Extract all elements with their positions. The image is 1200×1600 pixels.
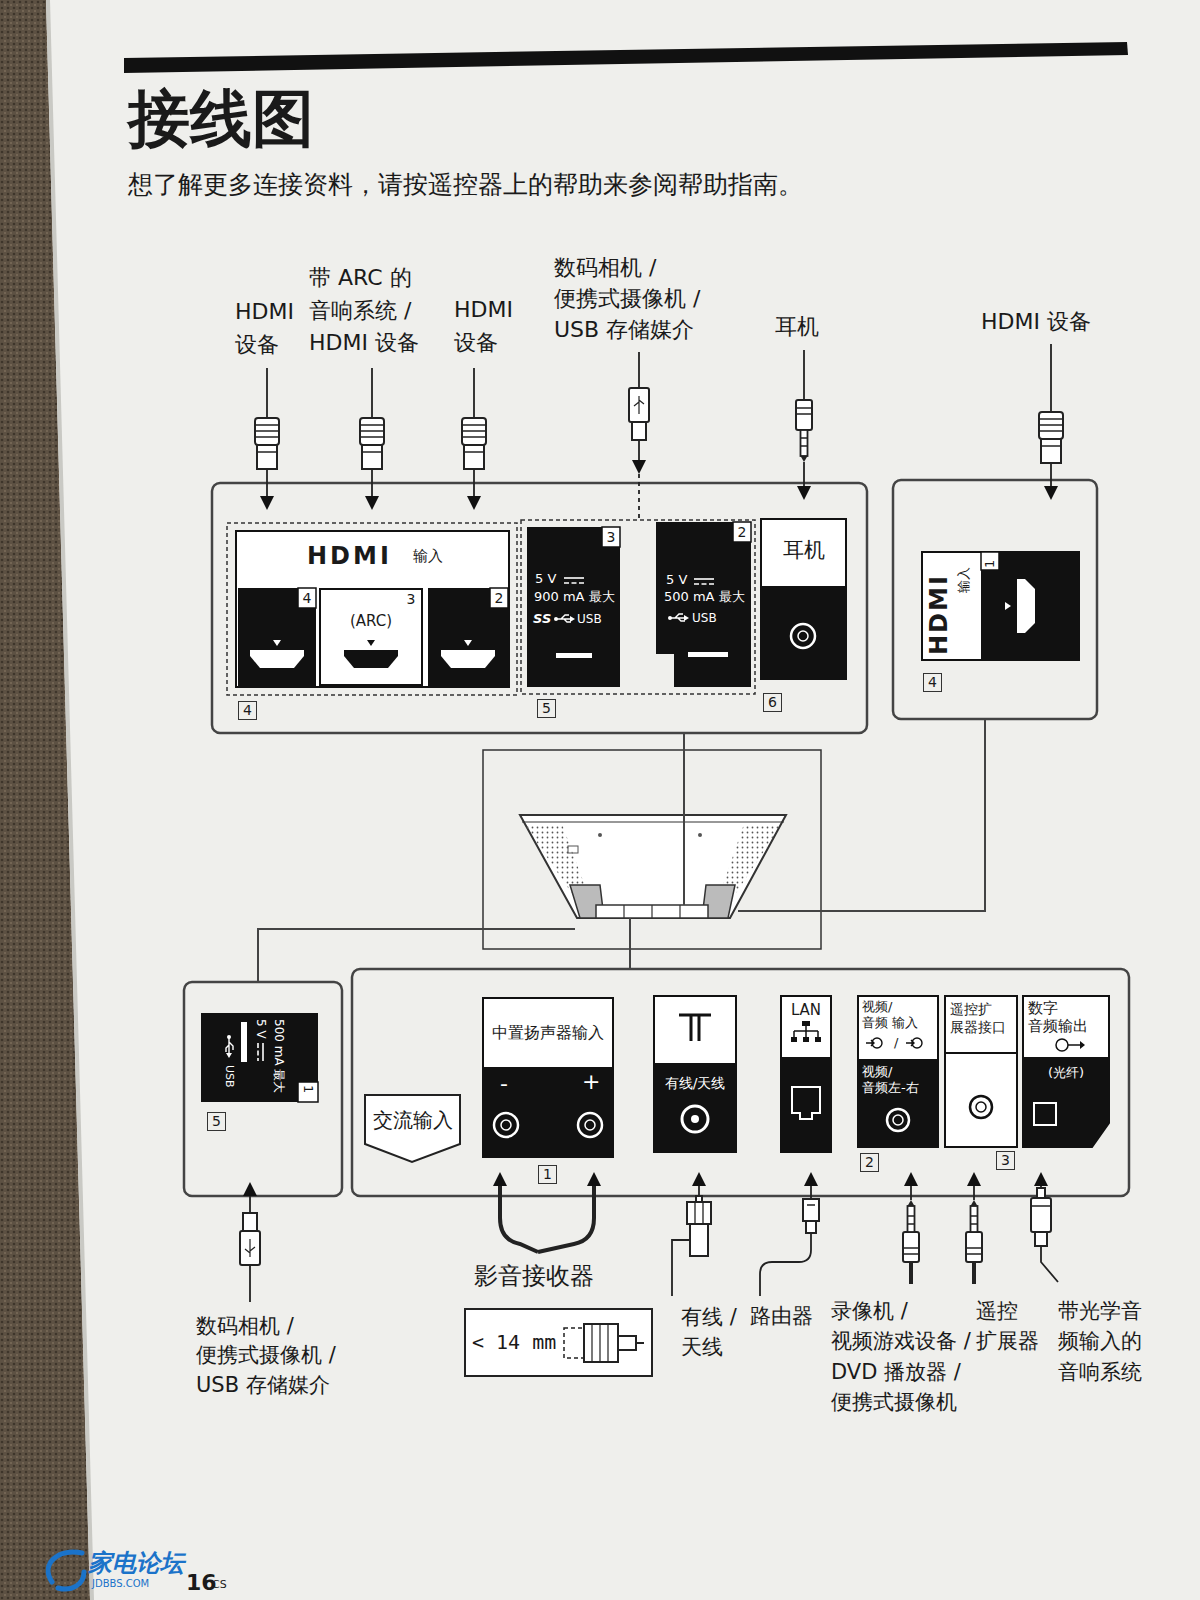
port-text: 遥控扩 展器接口	[950, 1001, 1008, 1036]
watermark: JDBBS.COM	[92, 1578, 149, 1590]
port-text: 交流输入	[364, 1108, 461, 1132]
port-text: 1	[302, 1085, 315, 1093]
center-speaker-port: 中置扬声器输入 - +	[482, 997, 614, 1158]
port-text: 500 mA 最大	[273, 1019, 285, 1093]
ir-blaster-port: 遥控扩 展器接口	[944, 995, 1018, 1148]
callout-number: 1	[538, 1165, 557, 1184]
callout-number: 4	[238, 701, 257, 720]
device-label: 带光学音 频输入的 音响系统	[1058, 1296, 1146, 1387]
port-text: +	[582, 1069, 600, 1095]
port-text: 1	[983, 560, 996, 568]
device-label: 路由器	[750, 1304, 813, 1329]
port-text: < 14 mm	[472, 1330, 556, 1354]
port-text: -	[500, 1071, 508, 1097]
callout-number: 5	[207, 1112, 226, 1131]
hdmi-input-group: HDMI 输入 4 3 (ARC) 2	[235, 530, 510, 688]
port-text: 耳机	[760, 538, 847, 563]
port-text: 5 V	[666, 572, 687, 588]
callout-number: 6	[763, 693, 782, 712]
device-label: 数码相机 / 便携式摄像机 / USB 存储媒介	[196, 1312, 348, 1400]
page-title: 接线图	[128, 82, 314, 156]
watermark: 家电论坛	[88, 1549, 184, 1578]
port-text: 输入	[957, 567, 970, 593]
port-text: (光纤)	[1022, 1065, 1110, 1081]
port-text: 输入	[413, 547, 443, 565]
page-subtitle: 想了解更多连接资料，请按遥控器上的帮助来参阅帮助指南。	[128, 170, 803, 200]
headphone-port: 耳机	[760, 518, 847, 680]
optical-out-port: 数字 音频输出 (光纤)	[1022, 995, 1110, 1148]
device-label: 有线 / 天线	[681, 1302, 745, 1363]
usb-port: 2 5 V500 mA 最大 USB	[656, 522, 751, 687]
device-label: 数码相机 / 便携式摄像机 / USB 存储媒介	[554, 253, 706, 345]
port-text: 3	[602, 529, 620, 546]
port-text: SS	[533, 611, 551, 627]
device-label: HDMI 设备	[235, 296, 301, 361]
port-graphic	[656, 522, 751, 687]
port-text: 2	[490, 590, 508, 607]
port-text: 5 V	[255, 1019, 267, 1039]
callout-number: 4	[923, 673, 942, 692]
port-graphic	[527, 527, 620, 687]
av-input-port: 视频/ 音频 输入 / 视频/ 音频左-右	[857, 995, 939, 1148]
port-text: 5 V	[535, 571, 556, 587]
port-text: 500 mA 最大	[664, 589, 745, 605]
callout-number: 2	[860, 1153, 879, 1172]
port-graphic	[944, 995, 1018, 1148]
ac-input-plate: 交流输入	[364, 1094, 461, 1163]
usb-port-side: 1 5 V 500 mA 最大 USB	[201, 1013, 318, 1102]
port-text: LAN	[780, 1001, 832, 1019]
port-text: 900 mA 最大	[534, 589, 615, 605]
port-text: 中置扬声器输入	[482, 1023, 614, 1042]
port-text: USB	[692, 611, 717, 625]
device-label: 遥控 扩展器	[976, 1296, 1044, 1357]
lan-port: LAN	[780, 995, 832, 1153]
hdmi-port: 2	[428, 588, 508, 686]
device-label: 耳机	[775, 314, 819, 340]
device-label: 录像机 / 视频游戏设备 / DVD 播放器 / 便携式摄像机	[831, 1296, 977, 1418]
port-text: USB	[577, 612, 602, 626]
hdmi-port-side: HDMI输入 1	[921, 551, 1080, 661]
hdmi-arc-port: 3 (ARC)	[319, 588, 423, 686]
port-text: 视频/ 音频左-右	[862, 1064, 924, 1097]
port-text: USB	[224, 1065, 235, 1088]
port-text: 3	[403, 591, 419, 608]
device-label: HDMI 设备	[981, 309, 1091, 335]
port-text: (ARC)	[319, 612, 423, 630]
device-label: 带 ARC 的 音响系统 / HDMI 设备	[309, 262, 427, 360]
page-suffix: CS	[212, 1578, 227, 1591]
callout-number: 5	[537, 699, 556, 718]
device-label: HDMI 设备	[454, 294, 520, 359]
callout-number: 3	[996, 1151, 1015, 1170]
usb-port: 3 5 V 900 mA 最大 SS USB	[527, 527, 620, 687]
device-label: 影音接收器	[474, 1262, 594, 1291]
hdmi-port: 4	[238, 588, 316, 686]
tv-back-view	[483, 750, 821, 949]
port-graphic	[653, 995, 737, 1153]
port-text: HDMI	[307, 542, 392, 571]
port-text: 2	[733, 524, 751, 541]
port-text: 4	[298, 590, 316, 607]
port-text: 视频/ 音频 输入	[862, 999, 920, 1032]
port-text: /	[894, 1035, 898, 1051]
port-text: HDMI	[927, 574, 951, 655]
antenna-port: 有线/天线	[653, 995, 737, 1153]
port-text: 数字 音频输出	[1028, 999, 1092, 1035]
port-text: 有线/天线	[653, 1075, 737, 1092]
dimension-box: < 14 mm	[464, 1308, 653, 1377]
